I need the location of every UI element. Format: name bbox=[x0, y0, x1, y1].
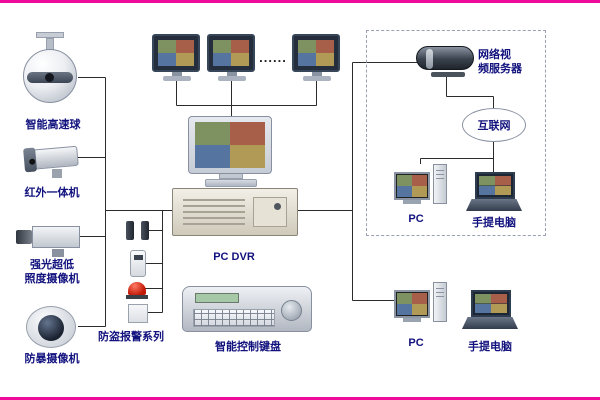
speed-dome-label: 智能高速球 bbox=[25, 119, 81, 131]
internet-label: 互联网 bbox=[477, 120, 511, 132]
pc-dvr-label: PC DVR bbox=[213, 251, 255, 263]
box-camera-label: 强光超低 照度摄像机 bbox=[24, 259, 80, 286]
laptop-screen bbox=[479, 176, 511, 195]
monitor-screen bbox=[158, 40, 194, 66]
bottom-border-line bbox=[0, 397, 600, 400]
top-border-line bbox=[0, 0, 600, 3]
pc-monitor bbox=[394, 172, 430, 204]
keyboard-lcd bbox=[195, 293, 239, 303]
crt-monitor bbox=[188, 116, 274, 188]
alarm-series-label: 防盗报警系列 bbox=[98, 331, 164, 343]
vandal-dome-bubble bbox=[38, 315, 64, 341]
dvr-vent-slots bbox=[183, 199, 245, 225]
more-monitors-ellipsis: ...... bbox=[259, 50, 287, 65]
crt-neck bbox=[219, 174, 243, 179]
monitor-base bbox=[218, 76, 246, 81]
wall-monitor-2 bbox=[207, 34, 257, 82]
vandal-dome-label: 防暴摄像机 bbox=[24, 353, 80, 365]
pc-monitor-screen bbox=[397, 175, 427, 197]
wall-monitor-1 bbox=[152, 34, 202, 82]
server-ring bbox=[426, 49, 433, 69]
dvr-front-panel bbox=[253, 197, 287, 227]
box-camera bbox=[12, 222, 104, 262]
control-keyboard-label: 智能控制键盘 bbox=[215, 341, 281, 353]
pc-monitor bbox=[394, 290, 430, 322]
wall-monitor-3 bbox=[292, 34, 342, 82]
laptop-screen bbox=[475, 294, 507, 313]
internet-cloud: 互联网 bbox=[462, 108, 526, 142]
laptop-base bbox=[462, 317, 518, 329]
ir-bullet-camera bbox=[16, 142, 104, 182]
keyboard-body bbox=[182, 286, 312, 332]
pc-monitor-base bbox=[403, 318, 421, 322]
pc-dvr-unit bbox=[172, 188, 298, 236]
network-video-server-label: 网络视 频服务器 bbox=[478, 49, 522, 76]
alarm-strobe-base bbox=[126, 295, 148, 299]
ir-camera-body bbox=[23, 145, 79, 173]
remote-laptop bbox=[462, 290, 518, 330]
crt-screen bbox=[195, 122, 265, 168]
server-cylinder bbox=[416, 46, 474, 70]
dome-lens bbox=[45, 73, 54, 82]
box-camera-lens bbox=[16, 230, 32, 244]
monitor-neck bbox=[227, 72, 237, 76]
network-group-outline bbox=[366, 30, 546, 236]
laptop-screen-frame bbox=[471, 290, 511, 317]
pc-monitor-frame bbox=[394, 172, 430, 200]
remote-laptop-label: 手提电脑 bbox=[468, 341, 512, 353]
keyboard-joystick bbox=[281, 300, 302, 321]
alarm-strobe-light bbox=[128, 282, 146, 295]
crt-frame bbox=[188, 116, 272, 174]
monitor-frame bbox=[152, 34, 200, 72]
monitor-base bbox=[303, 76, 331, 81]
alarm-device-group bbox=[120, 218, 168, 326]
box-camera-body bbox=[32, 226, 80, 248]
pc-monitor-base bbox=[403, 200, 421, 204]
monitor-frame bbox=[207, 34, 255, 72]
control-keyboard bbox=[182, 286, 312, 334]
pc-tower bbox=[433, 164, 447, 204]
network-pc-workstation bbox=[394, 164, 447, 204]
ir-camera-mount bbox=[52, 169, 62, 178]
box-camera-mount bbox=[52, 249, 64, 257]
crt-base bbox=[205, 179, 257, 187]
pc-tower bbox=[433, 282, 447, 322]
network-pc-label: PC bbox=[408, 213, 424, 225]
vandal-dome-camera bbox=[16, 302, 96, 352]
alarm-detector-1 bbox=[126, 221, 134, 240]
remote-pc-workstation bbox=[394, 282, 447, 322]
vandal-dome-housing bbox=[26, 306, 76, 348]
pc-monitor-frame bbox=[394, 290, 430, 318]
remote-pc-label: PC bbox=[408, 337, 424, 349]
ir-camera-label: 红外一体机 bbox=[24, 187, 80, 199]
dvr-chassis bbox=[172, 188, 298, 236]
alarm-remote-control bbox=[130, 250, 146, 277]
alarm-control-box bbox=[128, 304, 148, 323]
pc-monitor-screen bbox=[397, 293, 427, 315]
remote-button-pad bbox=[134, 255, 143, 260]
network-laptop bbox=[466, 172, 522, 212]
internet-ellipse: 互联网 bbox=[462, 108, 526, 142]
monitor-screen bbox=[298, 40, 334, 66]
alarm-detector-2 bbox=[141, 221, 149, 240]
monitor-neck bbox=[312, 72, 322, 76]
speed-dome-camera bbox=[20, 32, 80, 116]
dvr-power-button bbox=[274, 203, 281, 210]
monitor-neck bbox=[172, 72, 182, 76]
monitor-base bbox=[163, 76, 191, 81]
laptop-base bbox=[466, 199, 522, 211]
server-foot bbox=[431, 72, 465, 77]
network-video-server bbox=[416, 46, 480, 84]
monitor-frame bbox=[292, 34, 340, 72]
network-laptop-label: 手提电脑 bbox=[472, 217, 516, 229]
monitor-screen bbox=[213, 40, 249, 66]
laptop-screen-frame bbox=[475, 172, 515, 199]
dome-mount-cap bbox=[36, 32, 64, 38]
keyboard-keys bbox=[193, 309, 275, 327]
